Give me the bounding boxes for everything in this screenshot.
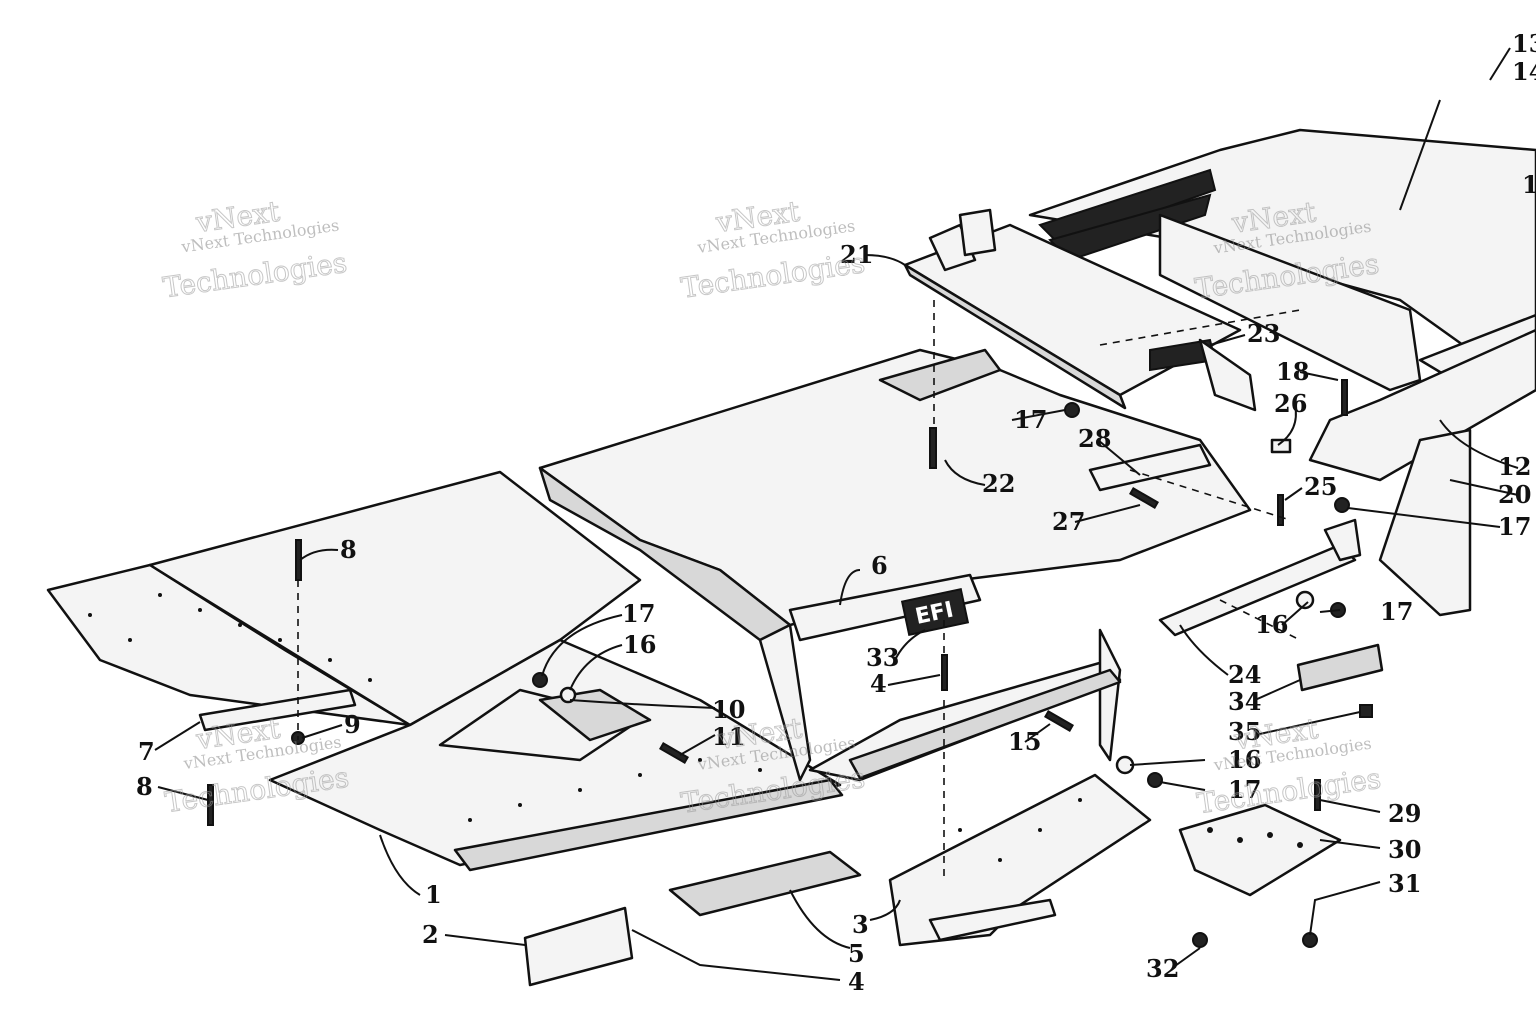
- callout-23: 23: [1247, 319, 1280, 348]
- callout-5: 5: [848, 939, 865, 968]
- part-2-plate: [523, 906, 634, 987]
- callout-1: 1: [425, 880, 442, 909]
- callout-8a: 8: [340, 535, 357, 564]
- callout-11: 11: [712, 722, 745, 751]
- callout-19: 19: [1522, 170, 1536, 199]
- callout-2: 2: [422, 920, 439, 949]
- part-5-pad: [668, 850, 862, 917]
- right-side-panel: [808, 628, 1122, 782]
- part-7-bracket: [198, 688, 357, 732]
- callout-25: 25: [1304, 472, 1337, 501]
- tunnel-cover: [538, 348, 1252, 782]
- callout-16a: 16: [623, 630, 656, 659]
- callout-33: 33: [866, 643, 899, 672]
- callout-24: 24: [1228, 660, 1261, 689]
- callout-10: 10: [712, 695, 745, 724]
- seat-tray: [903, 208, 1257, 412]
- callout-13: 13: [1512, 29, 1536, 58]
- part-30-step-block: [1178, 803, 1342, 897]
- part-3-bracket: [888, 773, 1152, 947]
- part-33-efi-badge: EFI: [900, 587, 970, 637]
- callout-16c: 16: [1228, 745, 1261, 774]
- callout-16b: 16: [1255, 610, 1288, 639]
- callout-28: 28: [1078, 424, 1111, 453]
- rivets: [88, 593, 1303, 862]
- callout-9: 9: [344, 710, 361, 739]
- callout-17e: 17: [1228, 775, 1261, 804]
- callout-27: 27: [1052, 507, 1085, 536]
- callout-17a: 17: [622, 599, 655, 628]
- callout-6: 6: [871, 551, 888, 580]
- part-34-tail-light: [1296, 643, 1384, 692]
- callout-21: 21: [840, 240, 873, 269]
- callout-22: 22: [982, 469, 1015, 498]
- callout-17c: 17: [1498, 512, 1531, 541]
- callout-4a: 4: [870, 669, 887, 698]
- callout-17b: 17: [1014, 405, 1047, 434]
- watermark-6: vNext Technologies vNext Technologies: [1194, 711, 1383, 820]
- watermark-2: vNext Technologies vNext Technologies: [678, 194, 867, 305]
- callouts: 1 2 3 4 4 5 6 7 8 8 9 10 11 12 13 14 15 …: [136, 29, 1536, 996]
- callout-26: 26: [1274, 389, 1307, 418]
- alignment-lines: [297, 300, 1301, 880]
- callout-18: 18: [1276, 357, 1309, 386]
- callout-4b: 4: [848, 967, 865, 996]
- callout-12: 12: [1498, 452, 1531, 481]
- callout-8b: 8: [136, 772, 153, 801]
- callout-15: 15: [1008, 727, 1041, 756]
- part-28-rail: [1088, 443, 1212, 492]
- callout-17d: 17: [1380, 597, 1413, 626]
- callout-3: 3: [852, 910, 869, 939]
- callout-32: 32: [1146, 954, 1179, 983]
- callout-31: 31: [1388, 869, 1421, 898]
- part-24-tube: [1158, 518, 1362, 637]
- watermark-1: vNext Technologies vNext Technologies: [160, 194, 349, 305]
- callout-34: 34: [1228, 687, 1261, 716]
- callout-29: 29: [1388, 799, 1421, 828]
- callout-30: 30: [1388, 835, 1421, 864]
- leader-lines: [154, 47, 1519, 981]
- callout-20: 20: [1498, 480, 1531, 509]
- callout-7: 7: [138, 737, 155, 766]
- callout-35: 35: [1228, 717, 1261, 746]
- callout-14: 14: [1512, 57, 1536, 86]
